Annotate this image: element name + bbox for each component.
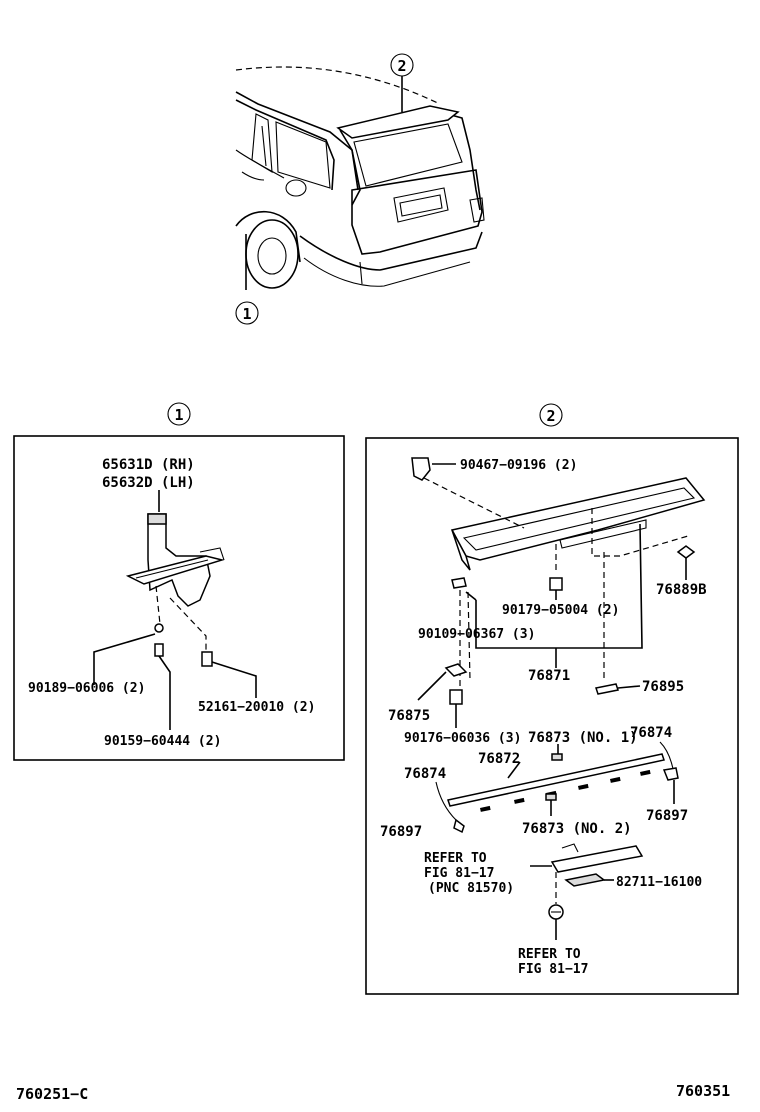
- part-76889b: 76889B: [656, 582, 707, 598]
- svg-text:2: 2: [397, 57, 406, 75]
- svg-text:1: 1: [174, 406, 183, 424]
- end-cap-right: [659, 741, 679, 804]
- pad-76895: [595, 683, 641, 695]
- part-65632d: 65632D (LH): [102, 475, 195, 491]
- box-2-frame: [365, 437, 739, 995]
- rear-spoiler-part: [423, 477, 706, 690]
- part-76874-right: 76874: [630, 725, 672, 741]
- stop-lamp-assembly: [530, 843, 644, 904]
- clip-90467: [411, 457, 456, 481]
- footer-right-code: 760351: [676, 1082, 730, 1100]
- part-76871: 76871: [528, 668, 570, 684]
- part-76873-no1: 76873 (NO. 1): [528, 730, 638, 746]
- part-52161: 52161−20010 (2): [198, 700, 315, 715]
- nut-90176: [449, 689, 463, 728]
- part-76875: 76875: [388, 708, 430, 724]
- part-76897-right: 76897: [646, 808, 688, 824]
- clip-76875: [417, 663, 468, 701]
- part-65631d: 65631D (RH): [102, 457, 195, 473]
- part-76872: 76872: [478, 751, 520, 767]
- part-76874-left: 76874: [404, 766, 446, 782]
- nut-90179: [549, 577, 563, 600]
- refer-1-line-3: (PNC 81570): [428, 881, 514, 896]
- grommet: [548, 904, 564, 940]
- vehicle-overview: [235, 66, 485, 290]
- mudguard-part: [125, 513, 225, 650]
- pad-76873-no1: [551, 744, 563, 761]
- section-2-title: 2: [539, 403, 563, 427]
- pad-76873-no2: [545, 793, 557, 816]
- box-1-frame: [13, 435, 345, 761]
- part-90467: 90467−09196 (2): [460, 458, 577, 473]
- part-76897-left: 76897: [380, 824, 422, 840]
- refer-1-line-1: REFER TO: [424, 851, 487, 866]
- refer-2-line-2: FIG 81−17: [518, 962, 588, 977]
- part-90159: 90159−60444 (2): [104, 734, 221, 749]
- refer-1-line-2: FIG 81−17: [424, 866, 494, 881]
- part-90176: 90176−06036 (3): [404, 731, 521, 746]
- clip-90189: [93, 623, 164, 685]
- part-76895: 76895: [642, 679, 684, 695]
- footer-left-code: 760251−C: [16, 1085, 88, 1103]
- clip-76889b: [676, 545, 696, 580]
- part-90109: 90109−06367 (3): [418, 627, 535, 642]
- svg-text:2: 2: [546, 407, 555, 425]
- screw-90159: [154, 643, 171, 730]
- section-1-title: 1: [167, 402, 191, 426]
- callout-1-top: 1: [235, 301, 259, 325]
- svg-text:1: 1: [242, 305, 251, 323]
- bolt-90109: [451, 577, 477, 601]
- end-cap-left: [435, 781, 465, 834]
- callout-2-top: 2: [390, 53, 414, 77]
- part-90189: 90189−06006 (2): [28, 681, 145, 696]
- part-76873-no2: 76873 (NO. 2): [522, 821, 632, 837]
- refer-2-line-1: REFER TO: [518, 947, 581, 962]
- part-90179: 90179−05004 (2): [502, 603, 619, 618]
- screw-52161: [201, 651, 257, 698]
- part-82711: 82711−16100: [616, 875, 702, 890]
